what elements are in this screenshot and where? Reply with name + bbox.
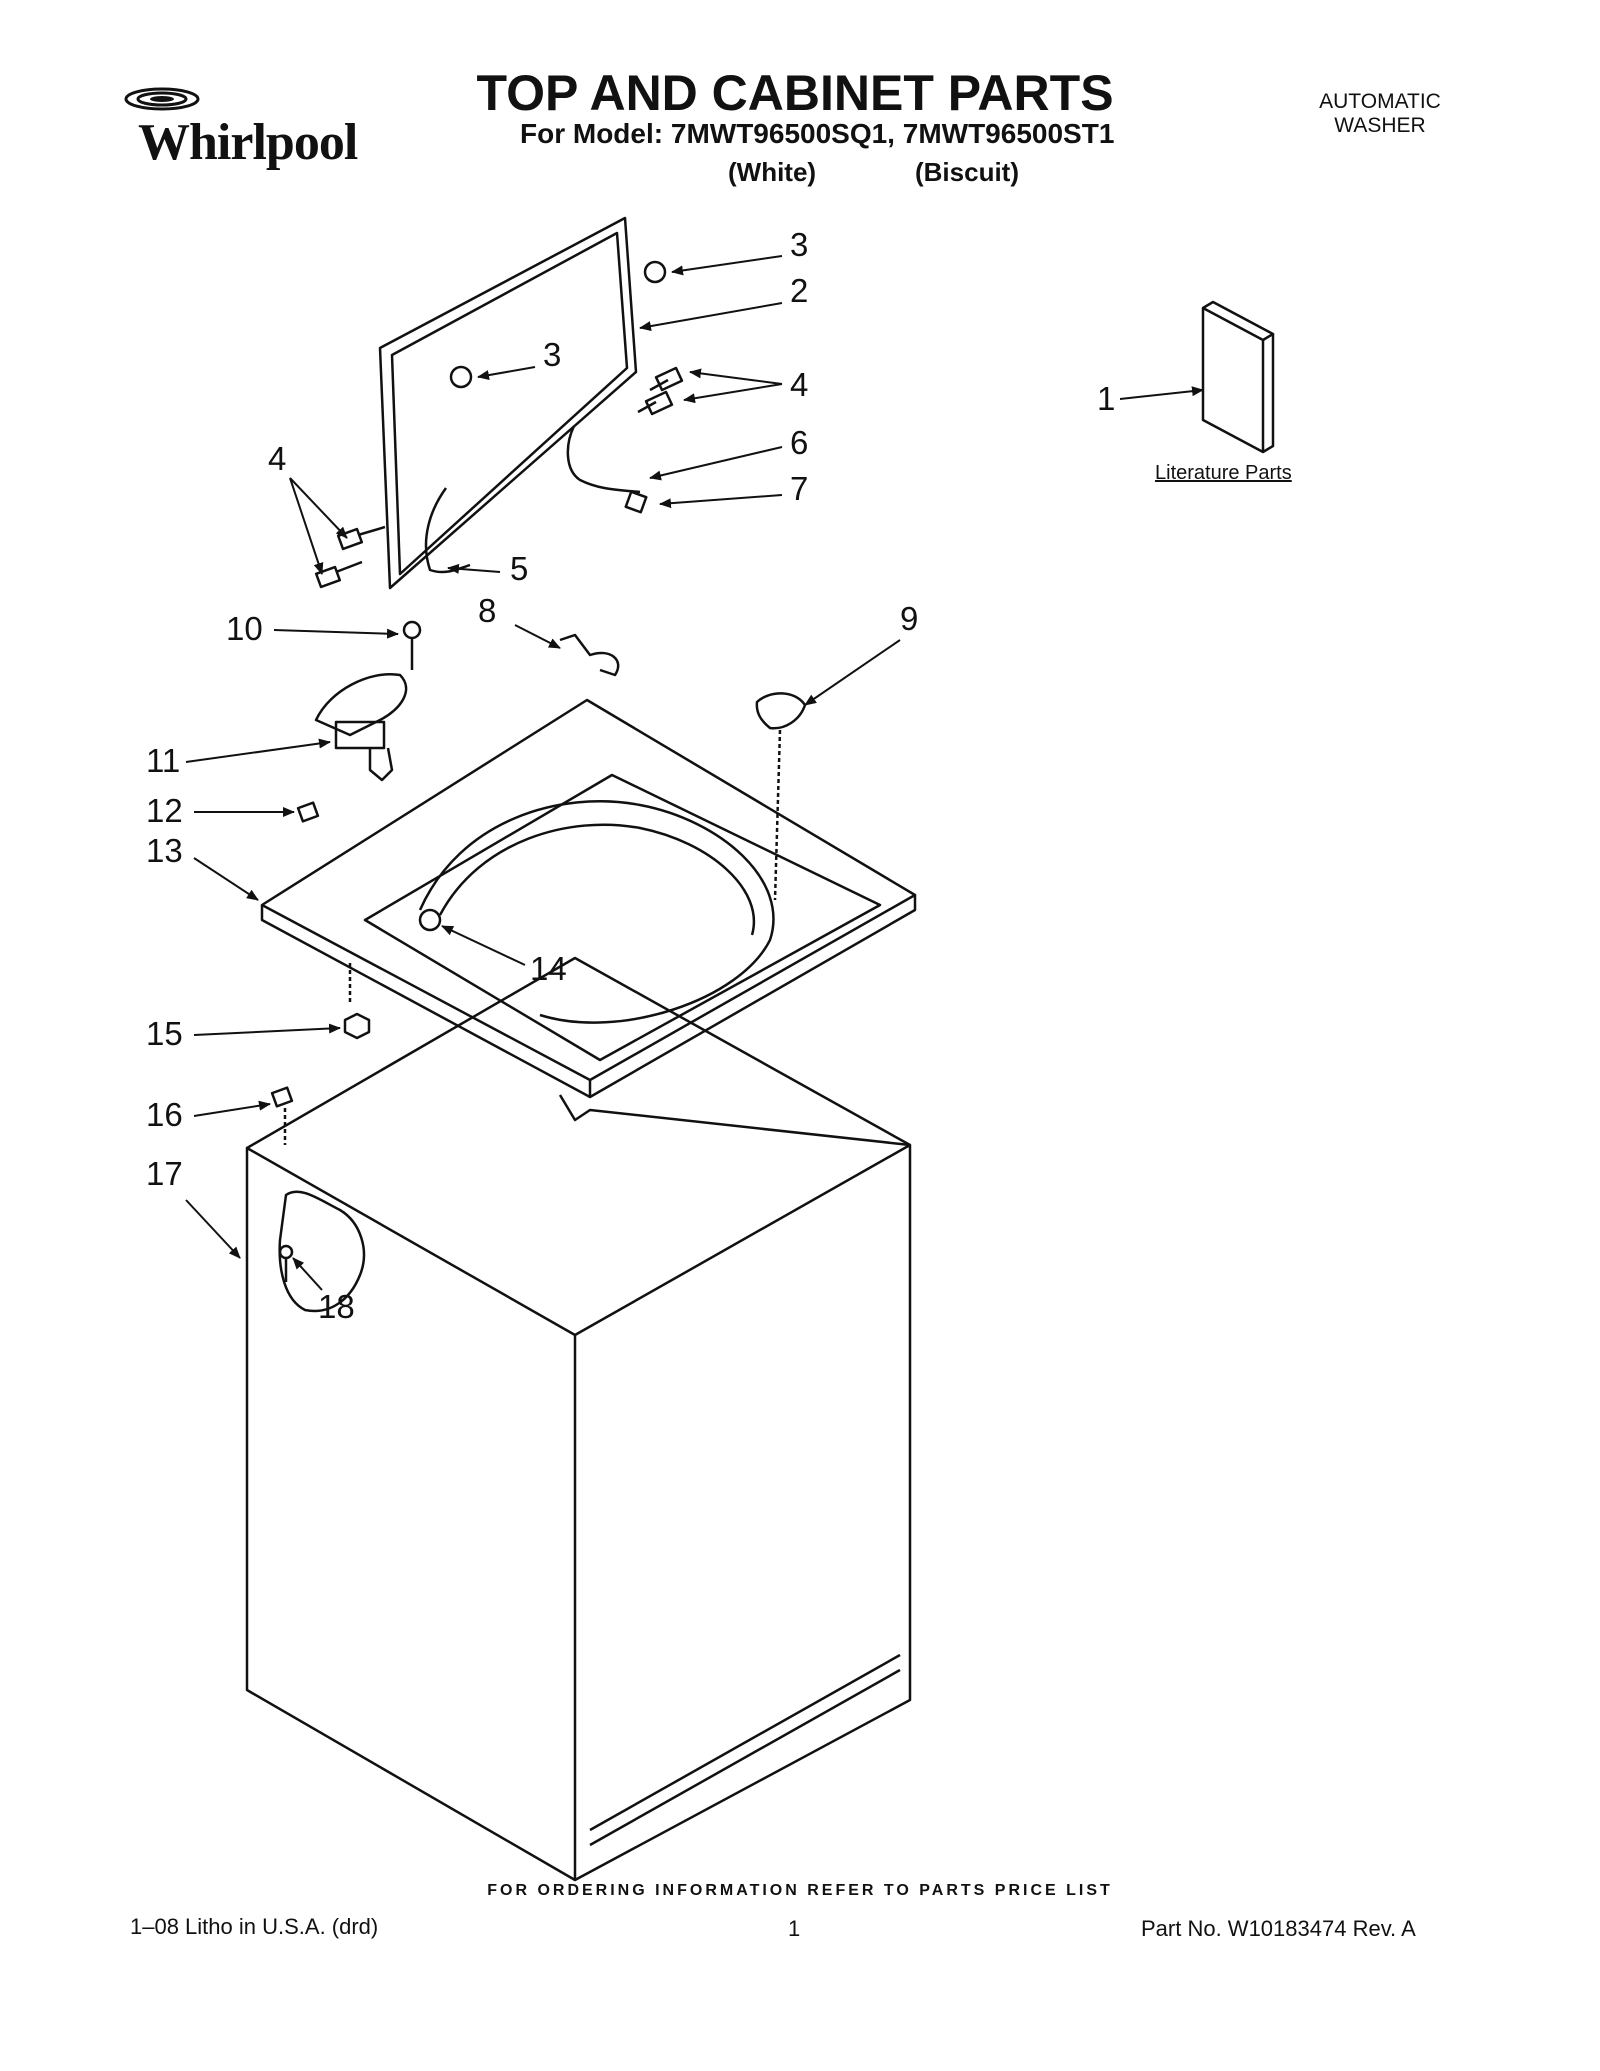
part-number: Part No. W10183474 Rev. A <box>1141 1916 1416 1941</box>
callout-5: 5 <box>510 550 528 587</box>
callout-11: 11 <box>146 742 180 779</box>
callout-10: 10 <box>226 610 263 647</box>
fabric-softener-fill <box>418 908 442 932</box>
clip <box>296 801 320 823</box>
literature-parts-label: Literature Parts <box>1155 462 1292 484</box>
callout-18: 18 <box>318 1288 355 1325</box>
callout-3: 3 <box>790 226 808 263</box>
bleach-cap <box>755 692 807 730</box>
model-line: For Model: 7MWT96500SQ1, 7MWT96500ST1 <box>520 118 1115 149</box>
nut <box>343 1012 371 1040</box>
screw <box>402 620 422 670</box>
callout-9: 9 <box>900 600 918 637</box>
top-panel <box>260 698 917 1099</box>
callout-8: 8 <box>478 592 496 629</box>
cabinet-clip <box>270 1086 294 1108</box>
callout-2: 2 <box>790 272 808 309</box>
lid-frame <box>378 216 638 590</box>
lid-clip <box>624 490 648 514</box>
callout-14: 14 <box>530 950 567 987</box>
callout-17: 17 <box>146 1155 183 1192</box>
lid-bumper <box>449 365 473 389</box>
lid-bumper <box>643 260 667 284</box>
hinge-bolts-left <box>314 525 386 589</box>
page-number: 1 <box>788 1916 801 1941</box>
callout-12: 12 <box>146 792 183 829</box>
brand-name: Whirlpool <box>138 114 358 171</box>
hinge-bolts-right <box>637 366 684 416</box>
page-title: TOP AND CABINET PARTS <box>476 65 1114 121</box>
callout-6: 6 <box>790 424 808 461</box>
callout-3b: 3 <box>543 336 561 373</box>
color-white-label: (White) <box>728 157 817 187</box>
product-type: AUTOMATIC WASHER <box>1275 90 1485 138</box>
ordering-note: FOR ORDERING INFORMATION REFER TO PARTS … <box>487 1882 1113 1899</box>
callout-4: 4 <box>790 366 808 403</box>
callout-7: 7 <box>790 470 808 507</box>
color-biscuit-label: (Biscuit) <box>915 157 1019 187</box>
product-type-line1: AUTOMATIC <box>1319 90 1441 113</box>
hinge-rod-right <box>566 425 641 494</box>
callout-1: 1 <box>1097 380 1115 417</box>
cabinet-cutaway <box>278 1190 366 1313</box>
callout-13: 13 <box>146 832 183 869</box>
callout-15: 15 <box>146 1015 183 1052</box>
callout-16: 16 <box>146 1096 183 1133</box>
callout-4b: 4 <box>268 440 286 477</box>
lid-switch <box>314 672 408 782</box>
product-type-line2: WASHER <box>1334 114 1426 137</box>
literature-parts <box>1201 300 1275 454</box>
cabinet <box>245 956 912 1882</box>
swirl-icon <box>124 87 200 111</box>
litho-note: 1–08 Litho in U.S.A. (drd) <box>130 1914 379 1939</box>
hinge-clip <box>559 633 620 677</box>
